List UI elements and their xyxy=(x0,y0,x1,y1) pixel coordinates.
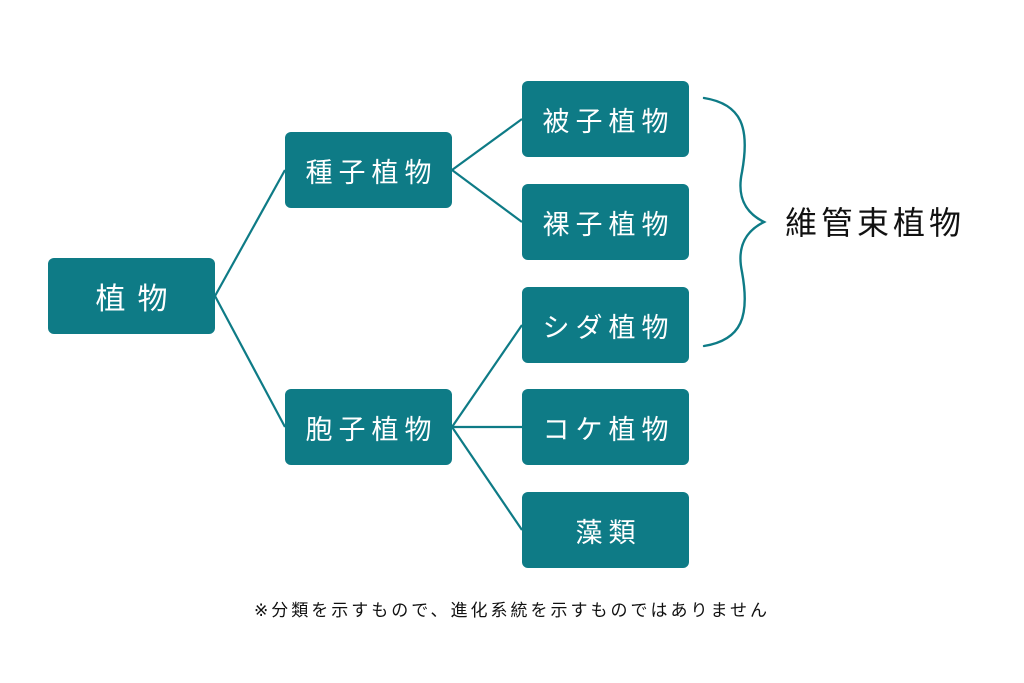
node-mosses: コケ植物 xyxy=(522,389,689,465)
node-spore-plants: 胞子植物 xyxy=(285,389,452,465)
node-ferns: シダ植物 xyxy=(522,287,689,363)
connector-seed-gymno xyxy=(451,169,523,223)
node-gymnosperms: 裸子植物 xyxy=(522,184,689,260)
node-angiosperms: 被子植物 xyxy=(522,81,689,157)
connector-spore-algae xyxy=(451,426,523,531)
node-algae: 藻類 xyxy=(522,492,689,568)
connector-seed-angio xyxy=(451,118,523,171)
connector-root-spore xyxy=(214,295,286,428)
node-angiosperms-label: 被子植物 xyxy=(542,106,675,138)
node-gymnosperms-label: 裸子植物 xyxy=(542,209,675,241)
connector-root-seed xyxy=(214,169,286,297)
node-seed-plants: 種子植物 xyxy=(285,132,452,208)
node-algae-label: 藻類 xyxy=(575,517,642,549)
connector-spore-fern xyxy=(451,324,523,428)
node-ferns-label: シダ植物 xyxy=(542,312,675,344)
node-mosses-label: コケ植物 xyxy=(542,414,675,446)
node-seed-plants-label: 種子植物 xyxy=(305,157,438,189)
node-plants-label: 植物 xyxy=(95,282,180,317)
right-curly-brace xyxy=(702,96,767,348)
vascular-plants-group-label: 維管束植物 xyxy=(785,204,966,242)
footnote: ※分類を示すもので、進化系統を示すものではありません xyxy=(253,601,771,621)
node-plants: 植物 xyxy=(48,258,215,334)
node-spore-plants-label: 胞子植物 xyxy=(305,414,438,446)
